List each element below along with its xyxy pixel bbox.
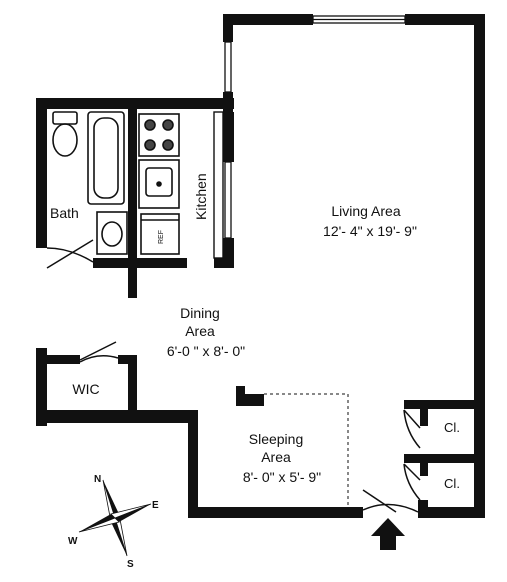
- wic-label: WIC: [72, 381, 99, 397]
- doors: [46, 239, 421, 513]
- entry-arrow-icon: [371, 518, 405, 550]
- compass-west: W: [68, 536, 78, 547]
- kitchen-bottom-wall: [137, 258, 187, 268]
- windows: [224, 15, 406, 239]
- walls: [36, 14, 485, 518]
- compass-east: E: [152, 500, 159, 511]
- living-right-wall: [474, 14, 485, 518]
- closet-upper-label: Cl.: [444, 420, 460, 435]
- entry-door: [362, 489, 397, 513]
- window-left: [224, 41, 232, 93]
- sleeping-left-wall: [188, 410, 198, 518]
- dining-area-name: Dining: [180, 305, 220, 321]
- kitchen-counter: [213, 111, 224, 259]
- sleeping-post: [236, 394, 264, 406]
- living-top-wall: [405, 14, 485, 25]
- wic-top-wall: [36, 355, 80, 364]
- window-kitchen: [224, 161, 232, 239]
- entry-door-swing: [362, 503, 419, 513]
- wic-right-wall: [128, 355, 137, 415]
- bath-label: Bath: [50, 205, 79, 221]
- closet-left-jamb: [418, 500, 428, 518]
- kitchen-label: Kitchen: [193, 173, 209, 220]
- svg-text:REF: REF: [158, 230, 165, 244]
- compass-north: N: [94, 474, 101, 485]
- sink-icon: [96, 211, 128, 255]
- sleeping-area-outline: [264, 393, 349, 507]
- kitchen-right-wall-stub: [214, 258, 234, 268]
- dining-area-dims: 6'-0 " x 8'- 0": [167, 343, 245, 359]
- dining-area-name-2: Area: [185, 323, 215, 339]
- compass-south: S: [127, 559, 134, 570]
- closet-divider-wall: [404, 454, 484, 463]
- closet-lower-door: [403, 463, 421, 501]
- closet-upper-top-wall: [404, 400, 484, 409]
- kitchen-sink-icon: [138, 159, 180, 209]
- wic-door: [79, 341, 117, 361]
- living-area-name: Living Area: [331, 203, 400, 219]
- wic-door-swing: [79, 355, 119, 363]
- living-area-dims: 12'- 4" x 19'- 9": [323, 223, 417, 239]
- kitchen-right-wall: [223, 238, 234, 268]
- compass-rose-icon: [78, 479, 152, 557]
- kitchen-right-wall: [223, 112, 234, 162]
- sleeping-area-dims: 8'- 0" x 5'- 9": [243, 469, 321, 485]
- living-top-wall: [223, 14, 313, 25]
- bath-door: [46, 239, 94, 269]
- sleeping-area-name: Sleeping: [249, 431, 304, 447]
- closet-lower-label: Cl.: [444, 476, 460, 491]
- stove-icon: [138, 113, 180, 157]
- wic-top-wall: [118, 355, 134, 364]
- wic-bottom-wall: [36, 410, 196, 423]
- bath-left-wall: [36, 98, 47, 248]
- sleeping-area-name-2: Area: [261, 449, 291, 465]
- sleeping-bottom-wall: [188, 507, 363, 518]
- toilet-icon: [52, 111, 78, 157]
- bath-door-swing: [46, 247, 94, 263]
- bath-bottom-wall: [93, 258, 137, 268]
- closet-left-jamb: [420, 400, 428, 426]
- refrigerator-icon: REF: [140, 213, 180, 255]
- closet-left-jamb: [420, 454, 428, 476]
- bathtub-icon: [87, 111, 125, 205]
- living-left-wall: [223, 14, 233, 42]
- closet-upper-door: [403, 409, 421, 449]
- bottom-right-wall: [418, 507, 485, 518]
- bath-kitchen-divider: [128, 98, 137, 298]
- dining-left-wall: [36, 348, 47, 426]
